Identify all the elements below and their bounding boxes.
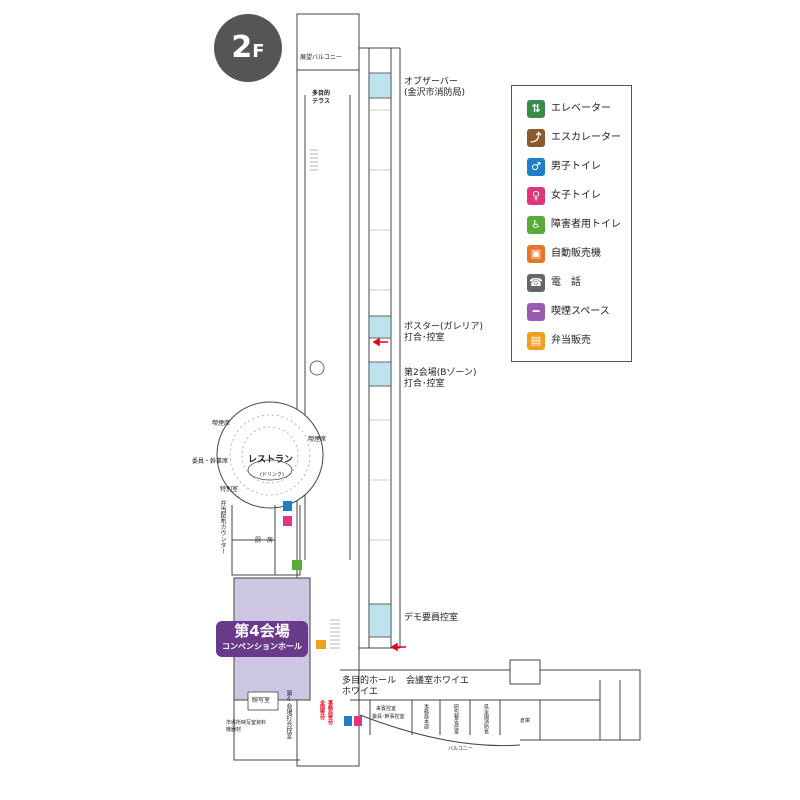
womens-toilet-marker (354, 716, 362, 726)
venue-2-sub-label: 打合･控室 (404, 379, 445, 389)
accessible-toilet-icon: ♿ (527, 216, 545, 234)
room-d-label: 県全国消防長 (483, 704, 489, 734)
foyer-conf-label: 会議室ホワイエ (406, 676, 469, 686)
room-b-label: 事務局本部 (423, 704, 429, 729)
smoking-right-label: 喫煙席 (308, 436, 327, 443)
legend-womens-toilet-label: 女子トイレ (551, 190, 601, 201)
bento-counter-label: 弁当配布カウンター (219, 500, 226, 554)
venue-4-office-label: 第4会場打合控室 (285, 690, 292, 739)
smoking-area-icon: ━ (527, 303, 545, 321)
telephone-icon: ☎ (527, 274, 545, 292)
reception-label: 全国受付 (319, 700, 325, 720)
smoking-left-label: 喫煙席 (212, 420, 231, 427)
floor-badge: 2F (214, 14, 282, 82)
legend: ⇅ エレベーター ⤴ エスカレーター ♂ 男子トイレ ♀ 女子トイレ ♿ 障害者… (511, 85, 632, 362)
poster-label: ポスター(ガレリア) (404, 322, 484, 332)
poster-sub-label: 打合･控室 (404, 333, 445, 343)
restaurant-area (216, 401, 324, 509)
room-a-sub-label: 委員･幹事控室 (372, 714, 405, 720)
terrace-label: 多目的 テラス (312, 90, 331, 105)
legend-escalator-label: エスカレーター (551, 132, 621, 143)
legend-accessible-toilet-label: 障害者用トイレ (551, 219, 621, 230)
womens-toilet-icon: ♀ (527, 187, 545, 205)
room-e-label: 倉庫 (520, 718, 531, 724)
special-room-label: 特別室 (220, 486, 239, 493)
legend-bento-label: 弁当販売 (551, 335, 591, 346)
foyer-multi-label: 多目的ホール (342, 676, 397, 686)
restaurant-sub-label: (ドリンク) (260, 472, 284, 478)
room-a-label: 来賓控室 (376, 706, 397, 712)
legend-telephone-label: 電 話 (551, 277, 581, 288)
restaurant-label: レストラン (248, 455, 294, 465)
observer-bar-label: オブザーバー (404, 77, 458, 87)
venue-2-label: 第2会場(Bゾーン) (404, 368, 477, 378)
legend-elevator-label: エレベーター (551, 103, 611, 114)
red-arrows (372, 337, 406, 652)
vip-room-label: 委員・幹事席 (192, 458, 229, 465)
floor-number: 2 (231, 30, 253, 65)
elevator-icon: ⇅ (527, 100, 545, 118)
foyer-multi-sub-label: ホワイエ (342, 687, 378, 697)
bento-icon: ▤ (527, 332, 545, 350)
demo-label: デモ要員控室 (404, 613, 459, 623)
balcony-bottom-label: バルコニー (448, 746, 473, 752)
venue-4-subtitle: コンベンションホール (222, 642, 302, 651)
projection-label: 映写室 (252, 697, 271, 704)
legend-vending-label: 自動販売機 (551, 248, 601, 259)
vending-machine-icon: ▣ (527, 245, 545, 263)
bento-marker (316, 640, 326, 649)
room-c-label: 研究報告控室 (453, 704, 459, 734)
mens-toilet-marker-upper (283, 501, 292, 511)
venue-4-badge: 第4会場 コンベンションホール (216, 621, 308, 657)
legend-smoking-label: 喫煙スペース (551, 306, 610, 317)
floor-suffix: F (252, 41, 265, 62)
reception-sub-label: 事務局受付 (327, 700, 333, 725)
highlighted-rooms (368, 72, 392, 638)
escalator-icon: ⤴ (527, 129, 545, 147)
sponsor-label: 市役所映写室資料機器材 (226, 720, 267, 733)
legend-mens-toilet-label: 男子トイレ (551, 161, 601, 172)
mens-toilet-icon: ♂ (527, 158, 545, 176)
bottom-wing (340, 659, 641, 747)
venue-4-title: 第4会場 (234, 622, 290, 640)
mens-toilet-marker (344, 716, 352, 726)
right-wing (359, 47, 401, 649)
womens-toilet-marker-upper (283, 516, 292, 526)
service-block (231, 505, 302, 576)
kitchen-label: 厨 房 (255, 537, 274, 544)
balcony-top-label: 展望バルコニー (300, 54, 342, 61)
observer-bar-sub-label: (金沢市消防局) (404, 88, 466, 98)
